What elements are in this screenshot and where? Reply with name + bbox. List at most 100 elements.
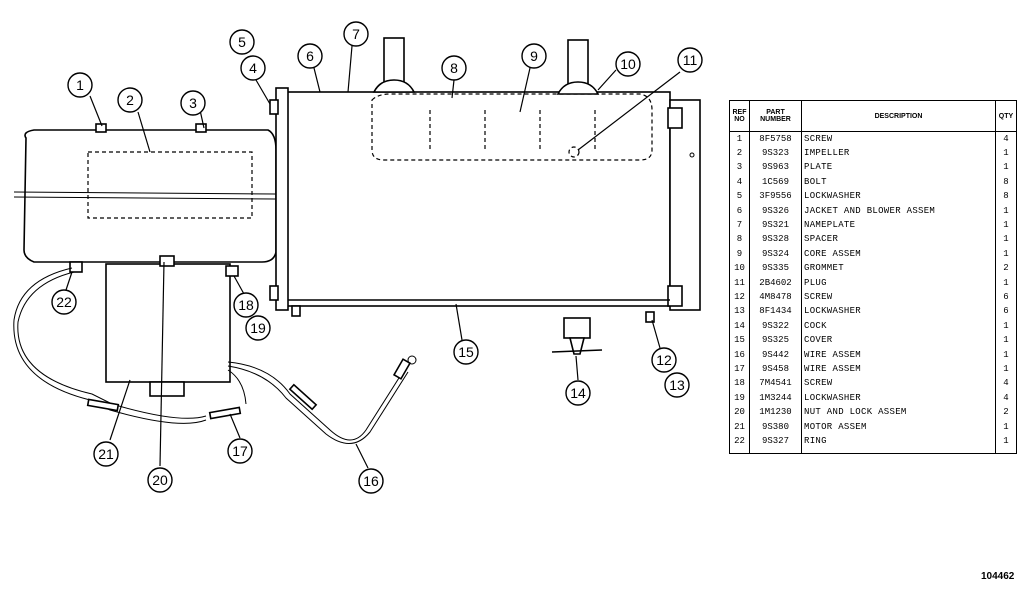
callout-3: 3 xyxy=(180,90,206,116)
cell-qty: 6 xyxy=(995,290,1017,305)
callout-22: 22 xyxy=(51,289,77,315)
table-header-row: REF NO PART NUMBER DESCRIPTION QTY xyxy=(729,100,1017,132)
cell-description: BOLT xyxy=(801,175,996,190)
cell-ref: 20 xyxy=(729,405,750,420)
cell-description: RING xyxy=(801,434,996,454)
cell-description: WIRE ASSEM xyxy=(801,362,996,377)
cell-part-number: 2B4602 xyxy=(749,275,802,291)
cell-ref: 13 xyxy=(729,304,750,320)
cell-qty: 1 xyxy=(995,247,1017,262)
cell-description: LOCKWASHER xyxy=(801,391,996,406)
cell-description: SCREW xyxy=(801,131,996,147)
callout-10: 10 xyxy=(615,51,641,77)
svg-text:19: 19 xyxy=(250,320,266,336)
cell-part-number: 9S335 xyxy=(749,261,802,276)
cell-description: NAMEPLATE xyxy=(801,218,996,233)
cell-qty: 8 xyxy=(995,175,1017,190)
cell-description: PLUG xyxy=(801,275,996,291)
leader-lines xyxy=(65,45,681,469)
callout-15: 15 xyxy=(453,339,479,365)
cell-qty: 1 xyxy=(995,218,1017,233)
header-qty: QTY xyxy=(995,100,1017,132)
callout-19: 19 xyxy=(245,315,271,341)
cell-ref: 2 xyxy=(729,146,750,161)
cell-qty: 6 xyxy=(995,304,1017,320)
cell-part-number: 9S323 xyxy=(749,146,802,161)
cell-qty: 1 xyxy=(995,160,1017,176)
cell-description: LOCKWASHER xyxy=(801,304,996,320)
callout-1: 1 xyxy=(67,72,93,98)
svg-text:21: 21 xyxy=(98,446,114,462)
cell-qty: 1 xyxy=(995,319,1017,334)
svg-text:16: 16 xyxy=(363,473,379,489)
cell-ref: 4 xyxy=(729,175,750,190)
cell-part-number: 8F1434 xyxy=(749,304,802,320)
blower-housing xyxy=(13,123,277,263)
cell-ref: 15 xyxy=(729,333,750,348)
svg-text:6: 6 xyxy=(306,48,314,64)
cell-ref: 3 xyxy=(729,160,750,176)
cell-qty: 4 xyxy=(995,391,1017,406)
cell-ref: 21 xyxy=(729,419,750,435)
callout-14: 14 xyxy=(565,380,591,406)
cell-part-number: 7M4541 xyxy=(749,376,802,392)
callout-18: 18 xyxy=(233,292,259,318)
cell-description: JACKET AND BLOWER ASSEM xyxy=(801,203,996,219)
callout-20: 20 xyxy=(147,467,173,493)
svg-text:18: 18 xyxy=(238,297,254,313)
header-ref-no: REF NO xyxy=(729,100,750,132)
cell-part-number: 9S458 xyxy=(749,362,802,377)
drain-cock xyxy=(551,317,603,355)
cell-qty: 1 xyxy=(995,419,1017,435)
cell-ref: 1 xyxy=(729,131,750,147)
svg-text:20: 20 xyxy=(152,472,168,488)
cell-part-number: 9S325 xyxy=(749,333,802,348)
callout-7: 7 xyxy=(343,21,369,47)
cell-qty: 2 xyxy=(995,261,1017,276)
cell-qty: 4 xyxy=(995,131,1017,147)
cell-description: PLATE xyxy=(801,160,996,176)
cell-part-number: 9S321 xyxy=(749,218,802,233)
cell-qty: 1 xyxy=(995,275,1017,291)
svg-text:4: 4 xyxy=(249,60,257,76)
figure-code: 104462 xyxy=(981,571,1015,582)
motor-assembly xyxy=(69,255,239,397)
callout-12: 12 xyxy=(651,347,677,373)
cell-qty: 8 xyxy=(995,189,1017,204)
cell-description: CORE ASSEM xyxy=(801,247,996,262)
svg-text:14: 14 xyxy=(570,385,586,401)
cell-part-number: 9S326 xyxy=(749,203,802,219)
callout-2: 2 xyxy=(117,87,143,113)
cell-qty: 1 xyxy=(995,434,1017,454)
cell-part-number: 8F5758 xyxy=(749,131,802,147)
cell-ref: 11 xyxy=(729,275,750,291)
cell-ref: 14 xyxy=(729,319,750,334)
cell-description: GROMMET xyxy=(801,261,996,276)
cell-ref: 17 xyxy=(729,362,750,377)
callout-9: 9 xyxy=(521,43,547,69)
svg-text:15: 15 xyxy=(458,344,474,360)
cell-part-number: 1M1230 xyxy=(749,405,802,420)
svg-text:9: 9 xyxy=(530,48,538,64)
cell-qty: 4 xyxy=(995,376,1017,392)
cell-qty: 2 xyxy=(995,405,1017,420)
svg-text:17: 17 xyxy=(232,443,248,459)
svg-text:8: 8 xyxy=(450,60,458,76)
